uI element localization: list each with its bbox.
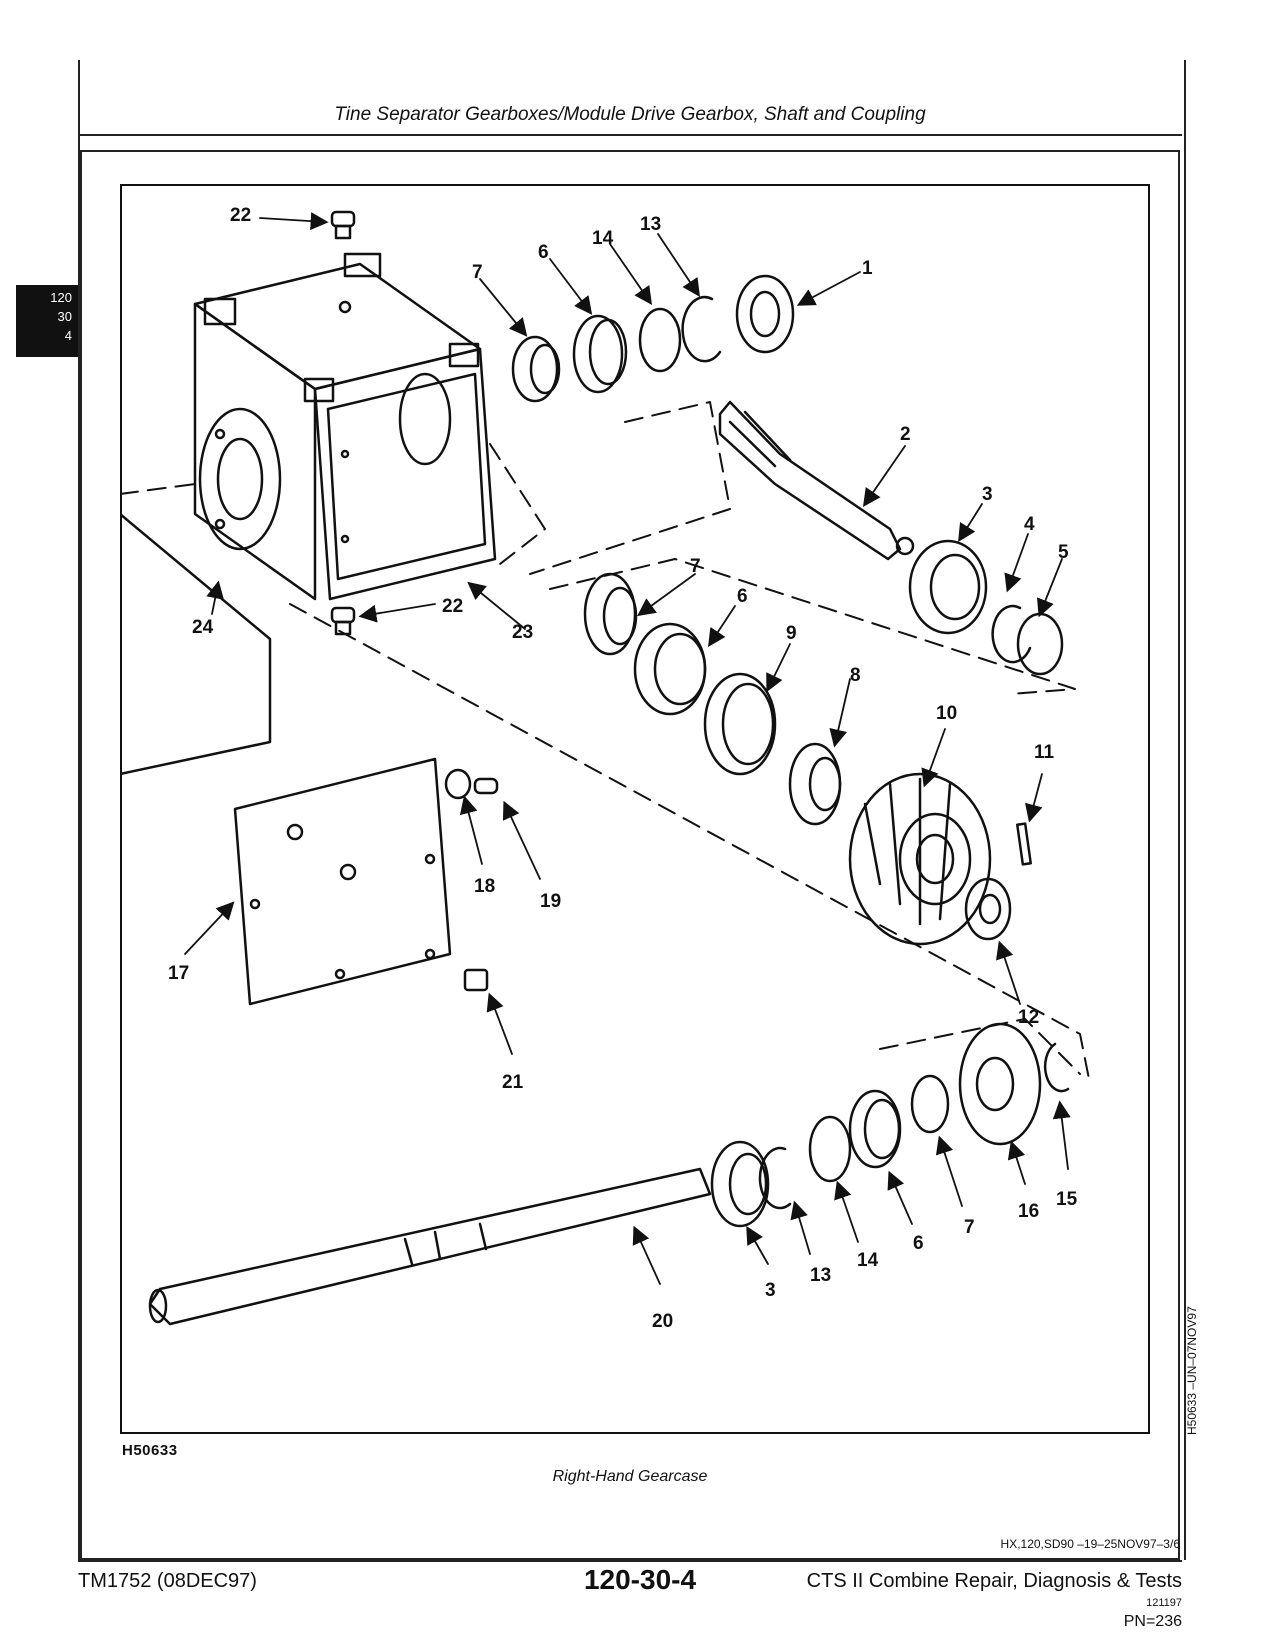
callout-label: 19 (540, 891, 561, 912)
callout-label: 6 (737, 586, 748, 607)
figure-id: H50633 (122, 1442, 178, 1459)
manual-title: CTS II Combine Repair, Diagnosis & Tests (806, 1570, 1182, 1592)
callout-label: 22 (230, 205, 251, 226)
section-tab-line: 120 (50, 290, 72, 305)
callout-label: 14 (857, 1250, 879, 1271)
figure-side-code: H50633 –UN–07NOV97 (1185, 1306, 1199, 1435)
callout-label: 6 (913, 1233, 924, 1254)
callout-label: 12 (1018, 1007, 1039, 1028)
callout-label: 9 (786, 623, 797, 644)
output-shaft (148, 1167, 712, 1326)
document-code: HX,120,SD90 –19–25NOV97–3/6 (1000, 1537, 1180, 1551)
callout-label: 17 (168, 963, 189, 984)
figure-caption: Right-Hand Gearcase (552, 1468, 708, 1485)
section-tab: 120 30 4 (16, 285, 78, 357)
cover-plate (233, 757, 452, 1006)
callout-label: 20 (652, 1311, 673, 1332)
manual-id: TM1752 (08DEC97) (78, 1570, 257, 1592)
callout-label: 23 (512, 622, 533, 643)
callout-label: 16 (1018, 1201, 1039, 1222)
callout-label: 11 (1034, 742, 1055, 763)
callout-label: 22 (442, 596, 463, 617)
exploded-view-illustration: 22 7 6 14 13 1 2 3 4 5 22 24 23 7 6 9 8 … (120, 205, 1091, 1332)
callout-label: 24 (192, 617, 214, 638)
callout-label: 3 (982, 484, 993, 505)
date-code: 121197 (1146, 1597, 1182, 1609)
callout-label: 8 (850, 665, 861, 686)
callout-label: 13 (640, 214, 661, 235)
callout-label: 7 (964, 1217, 975, 1238)
callout-label: 7 (472, 262, 483, 283)
pn-number: PN=236 (1123, 1613, 1182, 1630)
callout-label: 2 (900, 424, 911, 445)
callout-label: 3 (765, 1280, 776, 1301)
ring-gear (848, 772, 992, 946)
page-header-title: Tine Separator Gearboxes/Module Drive Ge… (334, 104, 926, 125)
callout-label: 1 (862, 258, 873, 279)
callout-label: 4 (1024, 514, 1035, 535)
callout-label: 18 (474, 876, 495, 897)
page-number: 120-30-4 (583, 1564, 697, 1595)
section-tab-line: 30 (57, 309, 72, 324)
callout-label: 15 (1056, 1189, 1078, 1210)
callout-label: 13 (810, 1265, 831, 1286)
figure-box (80, 150, 1180, 1560)
input-shaft (718, 400, 915, 561)
footer-rule (78, 1560, 1182, 1562)
page-frame (78, 60, 1186, 1560)
callout-label: 21 (502, 1072, 524, 1093)
callout-label: 14 (592, 228, 614, 249)
section-tab-line: 4 (64, 328, 72, 343)
header-rule (78, 134, 1182, 136)
callout-label: 10 (936, 703, 957, 724)
illustration-frame (120, 184, 1150, 1434)
gearbox-housing (193, 252, 497, 601)
callout-label: 5 (1058, 542, 1069, 563)
callout-label: 6 (538, 242, 549, 263)
callout-label: 7 (690, 556, 701, 577)
